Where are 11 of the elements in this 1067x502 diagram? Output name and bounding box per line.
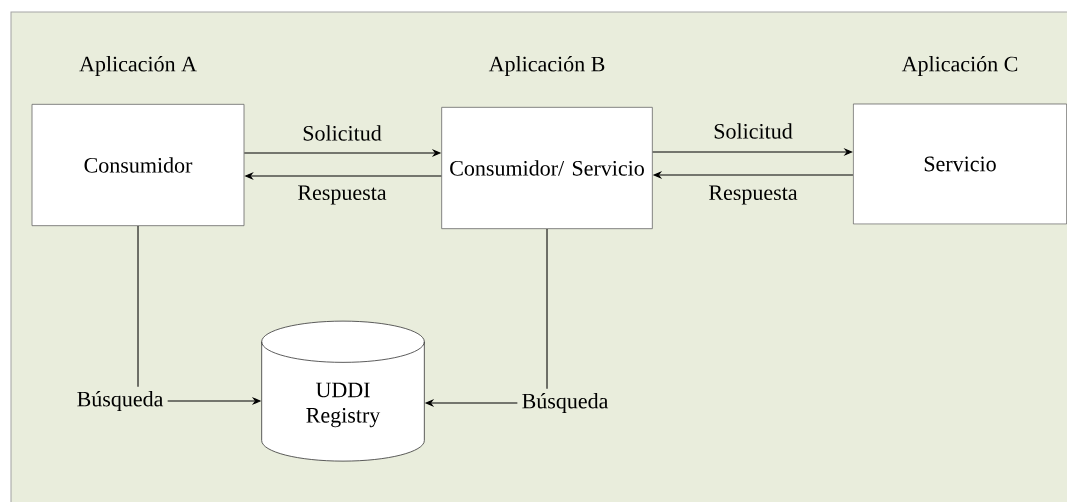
search-label: Búsqueda	[522, 393, 609, 413]
box-heading: Aplicación A	[79, 56, 197, 76]
edge-label: Respuesta	[296, 184, 388, 206]
box-heading: Aplicación B	[488, 56, 605, 76]
edge-label: Respuesta	[707, 184, 799, 206]
process-box: Consumidor/ Servicio	[441, 106, 653, 230]
database-cylinder: UDDI Registry	[261, 320, 425, 462]
process-box: Consumidor	[31, 103, 245, 227]
process-box: Servicio	[852, 103, 1067, 225]
box-heading: Aplicación C	[901, 56, 1018, 76]
search-label: Búsqueda	[77, 391, 164, 411]
